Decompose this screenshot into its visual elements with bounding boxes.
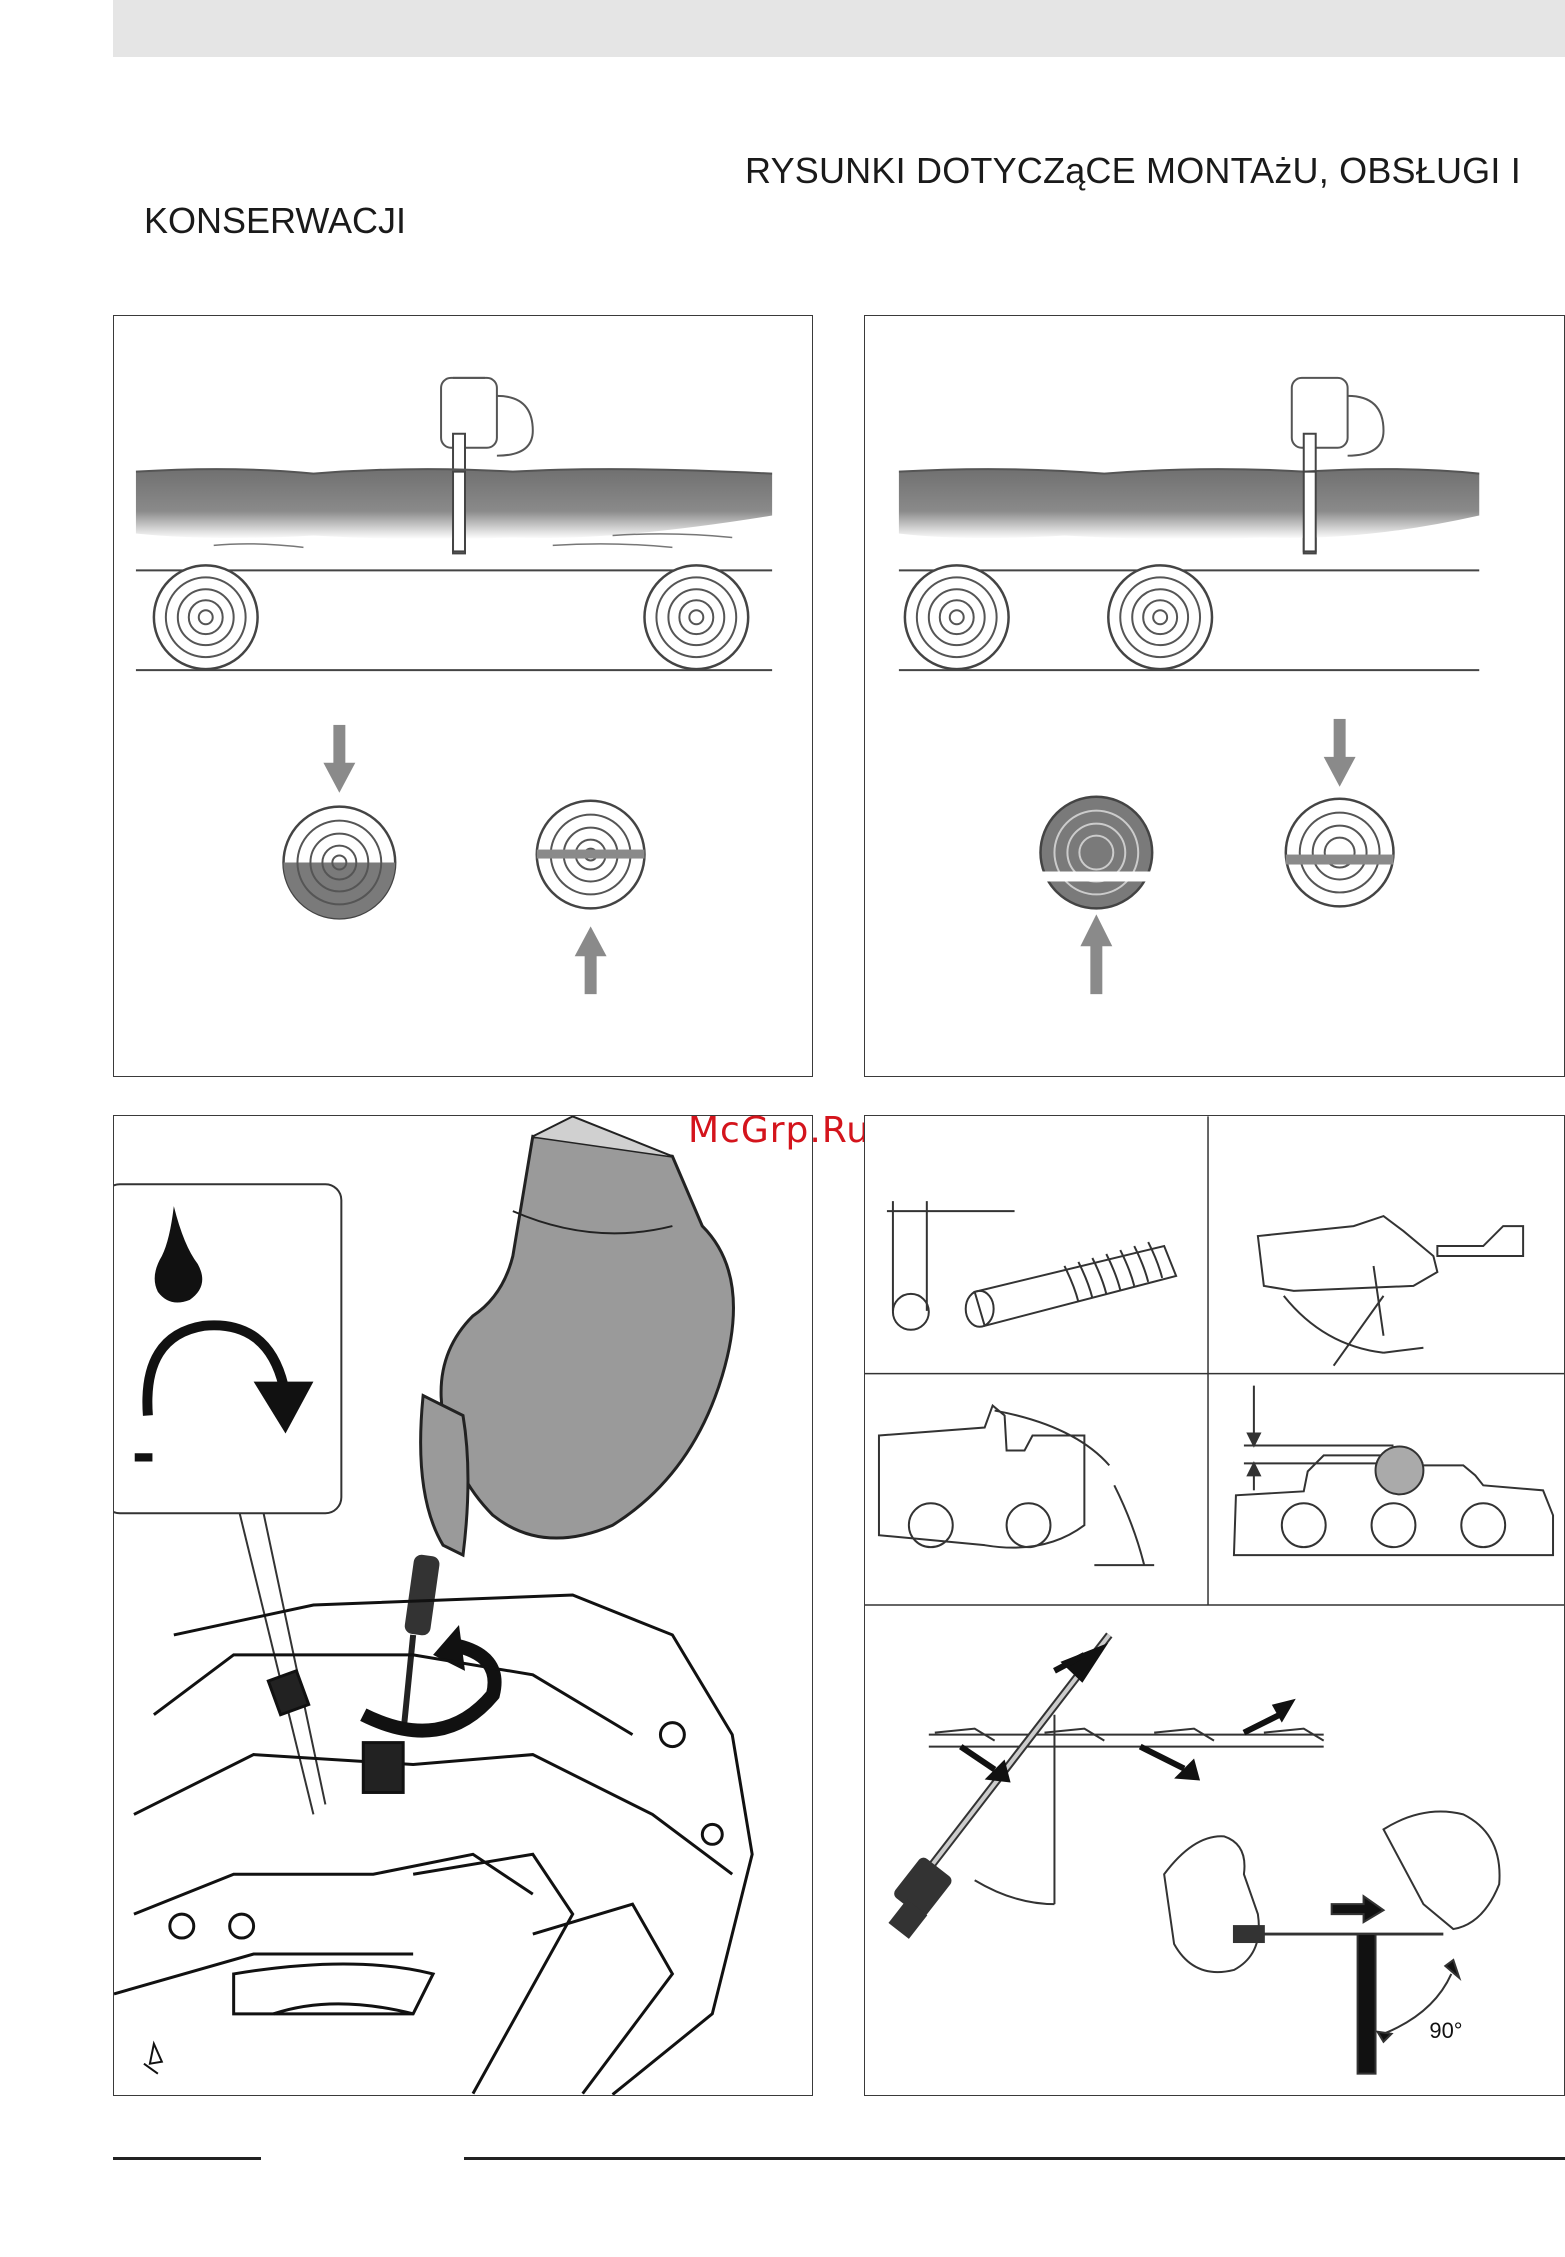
- figure-log-cutting-middle-supported: [864, 315, 1565, 1077]
- log-cutting-illustration: [114, 316, 812, 1076]
- filing-direction-icon: [888, 1635, 1323, 1939]
- cut-from-bottom-icon: [1040, 797, 1152, 994]
- angle-label: 90°: [1429, 2018, 1462, 2043]
- watermark-text: McGrp.Ru: [688, 1110, 870, 1151]
- support-log-left-icon: [905, 565, 1009, 669]
- page-title-line2: KONSERWACJI: [144, 200, 406, 242]
- oil-minus-symbol: -: [132, 1412, 155, 1490]
- figure-chain-sharpening: 90°: [864, 1115, 1565, 2096]
- chainsaw-body-icon: [114, 1595, 752, 2095]
- cut-from-bottom-icon: [537, 801, 645, 994]
- glove-hand-icon: [421, 1116, 734, 1555]
- footer-line-right: [464, 2157, 1565, 2160]
- figure-oil-pump-adjustment: -: [113, 1115, 813, 2096]
- support-log-right-icon: [644, 565, 748, 669]
- top-plate-angle-icon: [1258, 1216, 1523, 1366]
- log-cutting-illustration-2: [865, 316, 1564, 1076]
- figure-log-cutting-ends-supported: [113, 315, 813, 1077]
- oil-adjustment-illustration: -: [114, 1116, 812, 2095]
- chain-sharpening-illustration: 90°: [865, 1116, 1564, 2095]
- screwdriver-icon: [403, 1554, 440, 1735]
- turn-arrow-icon: [363, 1625, 494, 1731]
- header-bar: [113, 0, 1565, 57]
- cutter-side-icon: [879, 1406, 1154, 1566]
- corner-mark-icon: [144, 2044, 162, 2074]
- depth-gauge-icon: [1234, 1386, 1553, 1556]
- footer-line-left: [113, 2157, 261, 2160]
- support-log-middle-icon: [1108, 565, 1212, 669]
- support-log-left-icon: [154, 565, 258, 669]
- cut-from-top-icon: [284, 725, 396, 918]
- cut-from-top-icon: [1286, 719, 1394, 906]
- file-diameter-icon: [887, 1201, 1176, 1330]
- page-title-line1: RYSUNKI DOTYCZąCE MONTAżU, OBSŁUGI I: [745, 150, 1521, 192]
